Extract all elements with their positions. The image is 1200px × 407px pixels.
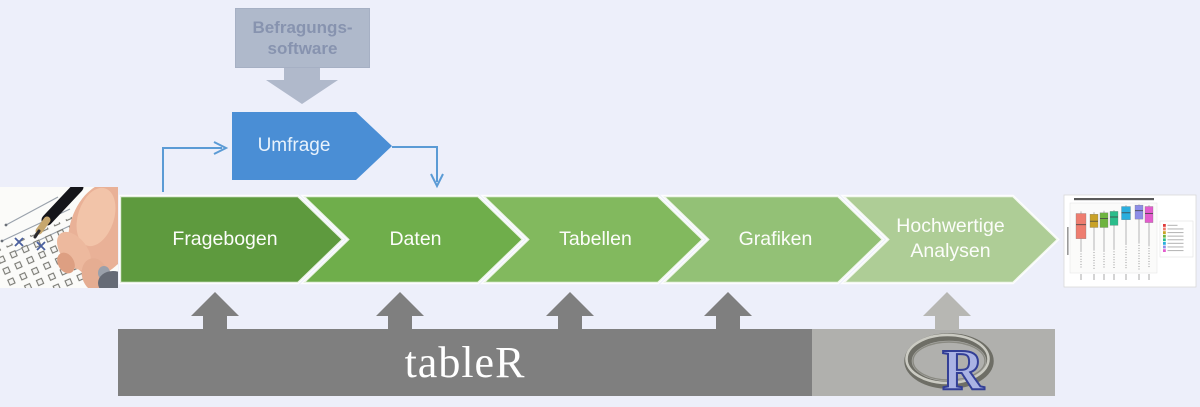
befragungssoftware-label-line2: software <box>267 39 338 58</box>
chart-boxplots <box>1075 204 1154 280</box>
connector-fragebogen-to-umfrage <box>162 141 229 192</box>
chart-title-text <box>1074 198 1154 201</box>
connector-umfrage-to-daten <box>392 146 444 189</box>
questionnaire-photo <box>0 187 118 288</box>
up-arrow-icon <box>704 292 752 330</box>
chevron-tabellen <box>480 194 705 285</box>
chevron-analysen <box>840 194 1060 285</box>
r-logo: R <box>904 333 994 403</box>
up-arrow-icon <box>546 292 594 330</box>
umfrage-label: Umfrage <box>257 135 331 156</box>
chevron-label-daten: Daten <box>389 227 442 250</box>
down-block-arrow-icon <box>266 68 338 104</box>
analysis-chart-image <box>1063 194 1197 288</box>
r-logo-letter: R <box>942 337 985 402</box>
tabler-bar <box>118 329 812 396</box>
chevron-label-fragebogen: Fragebogen <box>172 227 278 250</box>
hand-fingers <box>57 231 118 288</box>
chart-y-axis-label <box>1067 227 1069 255</box>
chart-legend <box>1159 220 1194 258</box>
befragungssoftware-label-line1: Befragungs- <box>252 18 353 37</box>
chevron-label-analysen-line2: Analysen <box>910 240 991 262</box>
chevron-daten <box>300 194 525 285</box>
up-arrow-icon <box>376 292 424 330</box>
umfrage-pentagon <box>232 112 392 180</box>
up-arrow-icon <box>191 292 239 330</box>
checked-mark-icons <box>14 237 46 251</box>
chevron-bar <box>118 194 1060 285</box>
up-arrows <box>191 292 971 330</box>
chevron-label-tabellen: Tabellen <box>559 227 632 250</box>
pen <box>33 187 84 239</box>
tabler-label: tableR <box>404 338 526 387</box>
chevron-label-analysen-line1: Hochwertige <box>896 215 1005 237</box>
chevron-label-grafiken: Grafiken <box>738 227 813 250</box>
chevron-fragebogen <box>118 194 345 285</box>
befragungssoftware-box: Befragungs- software <box>235 8 370 68</box>
chevron-label-analysen: Hochwertige Analysen <box>853 195 1048 283</box>
up-arrow-icon <box>923 292 971 330</box>
chevron-grafiken <box>660 194 885 285</box>
